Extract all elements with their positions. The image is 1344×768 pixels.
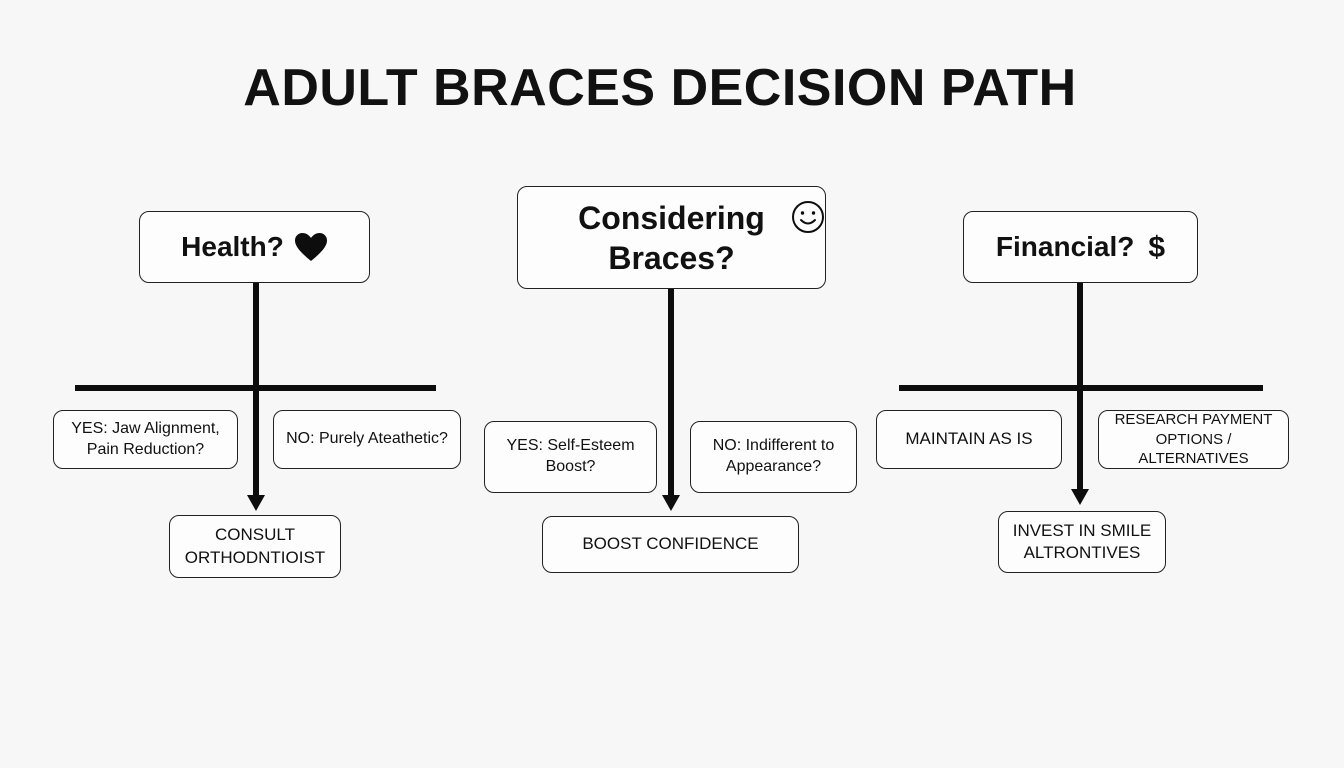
page-title: ADULT BRACES DECISION PATH (243, 59, 1077, 117)
center-no-label: NO: Indifferent to Appearance? (712, 437, 835, 475)
center-outcome-label: BOOST CONFIDENCE (582, 534, 759, 554)
center-no-box: NO: Indifferent to Appearance? (690, 421, 857, 493)
smiley-icon (791, 200, 825, 243)
center-question-label: Considering Braces? (578, 199, 765, 276)
center-arrowhead (662, 495, 680, 511)
health-question-box: Health? (139, 211, 370, 283)
financial-left-box: MAINTAIN AS IS (876, 410, 1062, 469)
financial-question-box: Financial? $ (963, 211, 1198, 283)
financial-left-label: MAINTAIN AS IS (905, 429, 1033, 449)
health-outcome-box: CONSULT ORTHODNTIOIST (169, 515, 341, 578)
center-outcome-box: BOOST CONFIDENCE (542, 516, 799, 573)
health-outcome-label: CONSULT ORTHODNTIOIST (184, 525, 326, 567)
health-yes-label: YES: Jaw Alignment, Pain Reduction? (71, 419, 220, 458)
financial-right-label: RESEARCH PAYMENT OPTIONS / ALTERNATIVES (1114, 411, 1273, 468)
financial-question-label: Financial? (995, 230, 1135, 262)
financial-outcome-box: INVEST IN SMILE ALTRONTIVES (998, 511, 1166, 573)
center-yes-label: YES: Self-Esteem Boost? (506, 437, 635, 475)
financial-outcome-label: INVEST IN SMILE ALTRONTIVES (1012, 520, 1152, 562)
financial-arrowhead (1071, 489, 1089, 505)
health-no-box: NO: Purely Ateathetic? (273, 410, 461, 469)
health-question-label: Health? (181, 230, 284, 262)
heart-icon (294, 232, 328, 262)
financial-crossbar (899, 385, 1263, 391)
health-arrowhead (247, 495, 265, 511)
dollar-icon: $ (1148, 230, 1166, 264)
financial-right-box: RESEARCH PAYMENT OPTIONS / ALTERNATIVES (1098, 410, 1289, 469)
center-question-box: Considering Braces? (517, 186, 826, 289)
health-crossbar (75, 385, 436, 391)
health-no-label: NO: Purely Ateathetic? (286, 430, 448, 448)
center-connector-vertical (668, 289, 674, 497)
center-yes-box: YES: Self-Esteem Boost? (484, 421, 657, 493)
health-yes-box: YES: Jaw Alignment, Pain Reduction? (53, 410, 238, 469)
